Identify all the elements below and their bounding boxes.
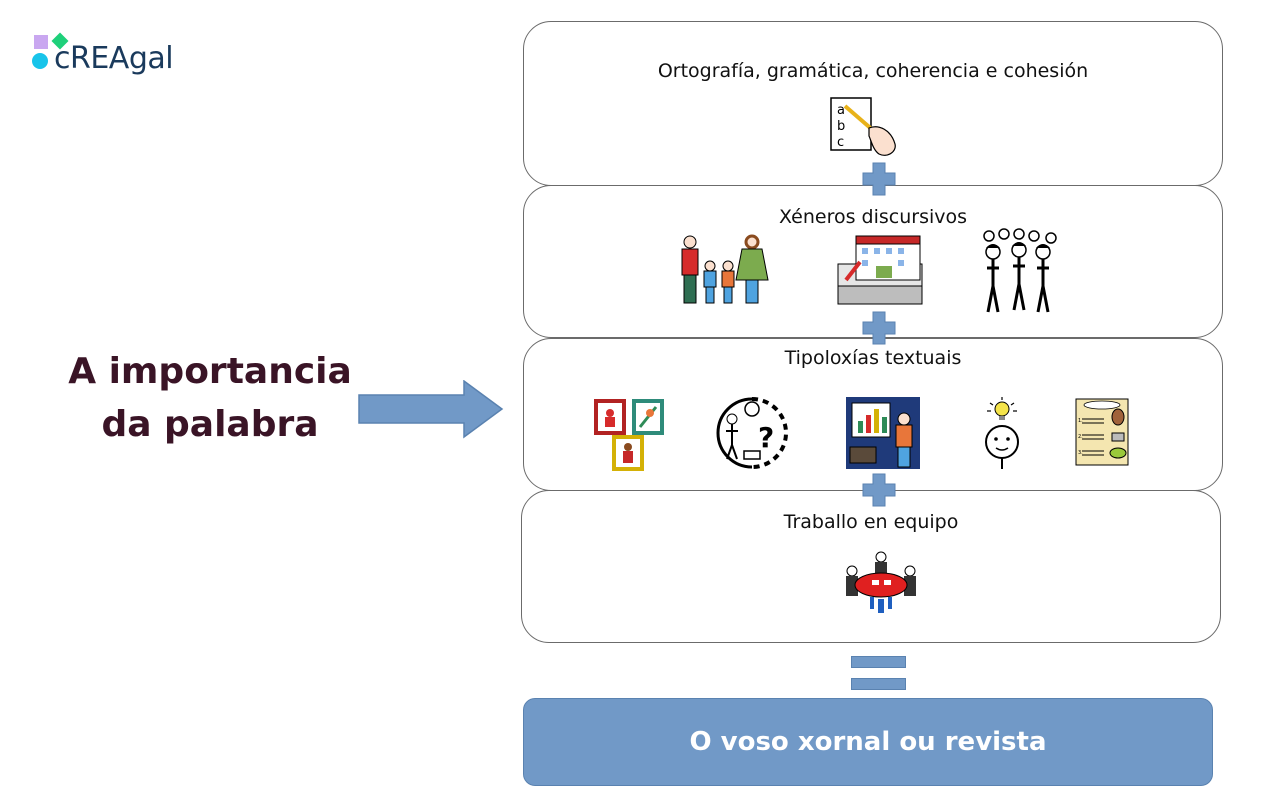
writing-abc-icon: a b c (830, 97, 896, 156)
logo-text: cREAgal (54, 41, 174, 76)
story-cards-icon (594, 399, 664, 471)
family-icon (681, 234, 769, 304)
headline-line-2: da palabra (101, 404, 319, 445)
svg-text:1.: 1. (1078, 418, 1083, 424)
svg-text:?: ? (758, 421, 774, 454)
svg-text:c: c (837, 135, 844, 150)
teamwork-table-icon (846, 551, 916, 613)
equals-icon-bottom-bar (851, 678, 906, 690)
svg-text:3.: 3. (1078, 450, 1083, 456)
headline-line-1: A importancia (68, 351, 352, 392)
svg-text:b: b (837, 119, 845, 134)
idea-face-icon (985, 397, 1019, 469)
thinking-question-icon: ? (716, 397, 788, 469)
equals-icon-top-bar (851, 656, 906, 668)
right-arrow-icon (358, 380, 504, 439)
school-icon (837, 235, 923, 305)
logo-circle-mark (32, 53, 48, 69)
plus-icon (862, 162, 896, 196)
box-title: Ortografía, gramática, coherencia e cohe… (657, 60, 1089, 82)
box-title: Tipoloxías textuais (784, 347, 962, 369)
result-box: O voso xornal ou revista (523, 698, 1213, 786)
recipe-icon: 1. 2. 3. (1075, 398, 1129, 466)
box-title: Xéneros discursivos (778, 206, 968, 228)
box-title: Traballo en equipo (783, 511, 959, 533)
plus-icon (862, 473, 896, 507)
box-text-types: Tipoloxías textuais ? (523, 338, 1223, 491)
presentation-icon (846, 397, 920, 469)
box-spelling-grammar: Ortografía, gramática, coherencia e cohe… (523, 21, 1223, 186)
box-teamwork: Traballo en equipo (521, 490, 1221, 643)
creagal-logo: cREAgal (30, 32, 200, 83)
svg-text:2.: 2. (1078, 434, 1083, 440)
svg-text:a: a (837, 103, 845, 118)
headline: A importancia da palabra (40, 345, 380, 451)
result-label: O voso xornal ou revista (689, 727, 1047, 757)
plus-icon (862, 311, 896, 345)
group-people-icon (983, 228, 1057, 313)
logo-square-mark (34, 35, 48, 49)
